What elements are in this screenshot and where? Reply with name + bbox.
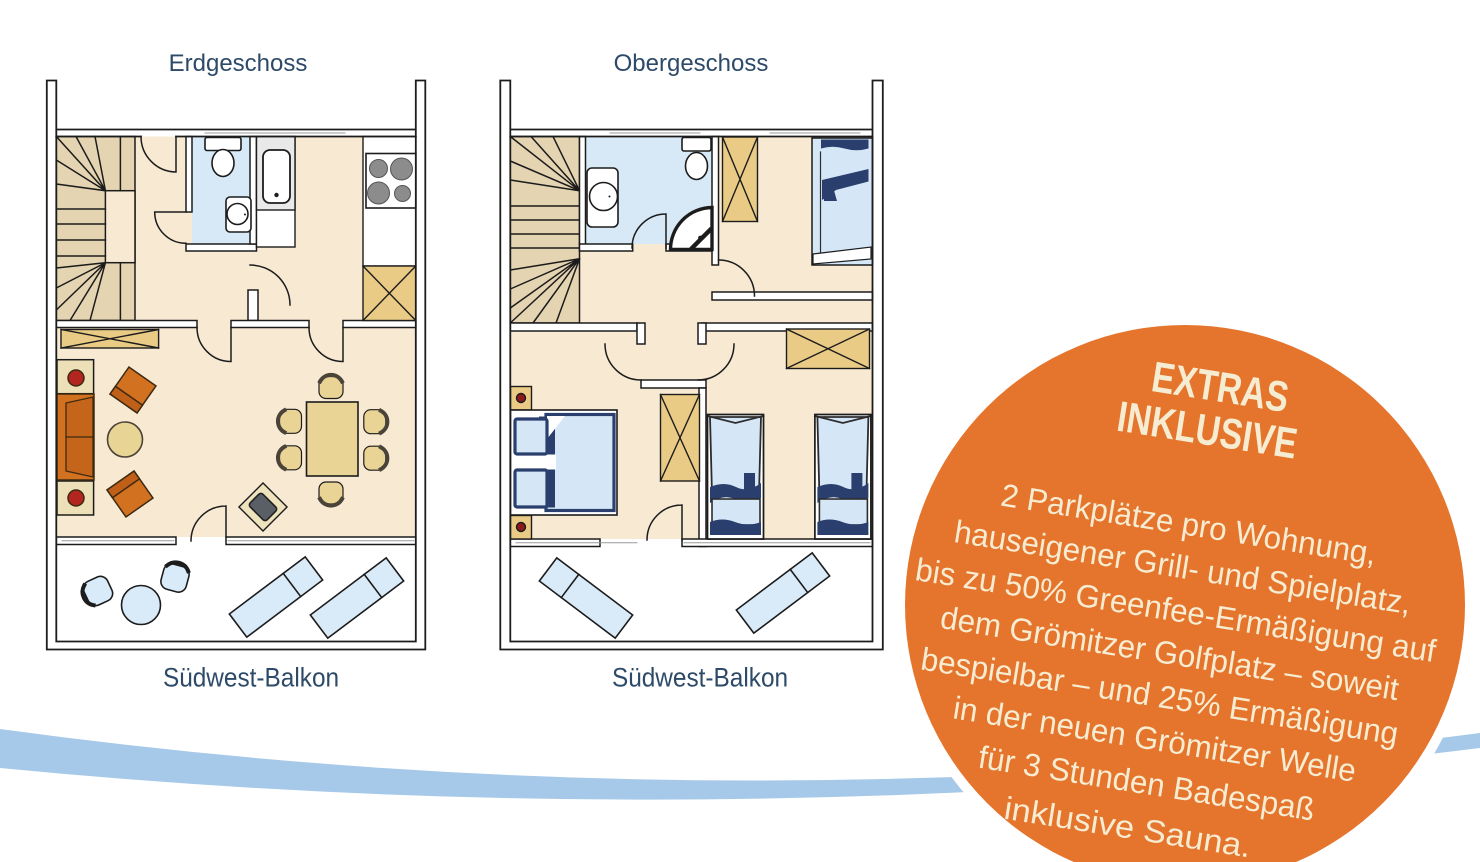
svg-text:Erdgeschoss: Erdgeschoss: [169, 50, 308, 77]
svg-text:Obergeschoss: Obergeschoss: [614, 50, 769, 77]
svg-text:Südwest-Balkon: Südwest-Balkon: [163, 664, 339, 693]
svg-text:Südwest-Balkon: Südwest-Balkon: [612, 664, 788, 693]
